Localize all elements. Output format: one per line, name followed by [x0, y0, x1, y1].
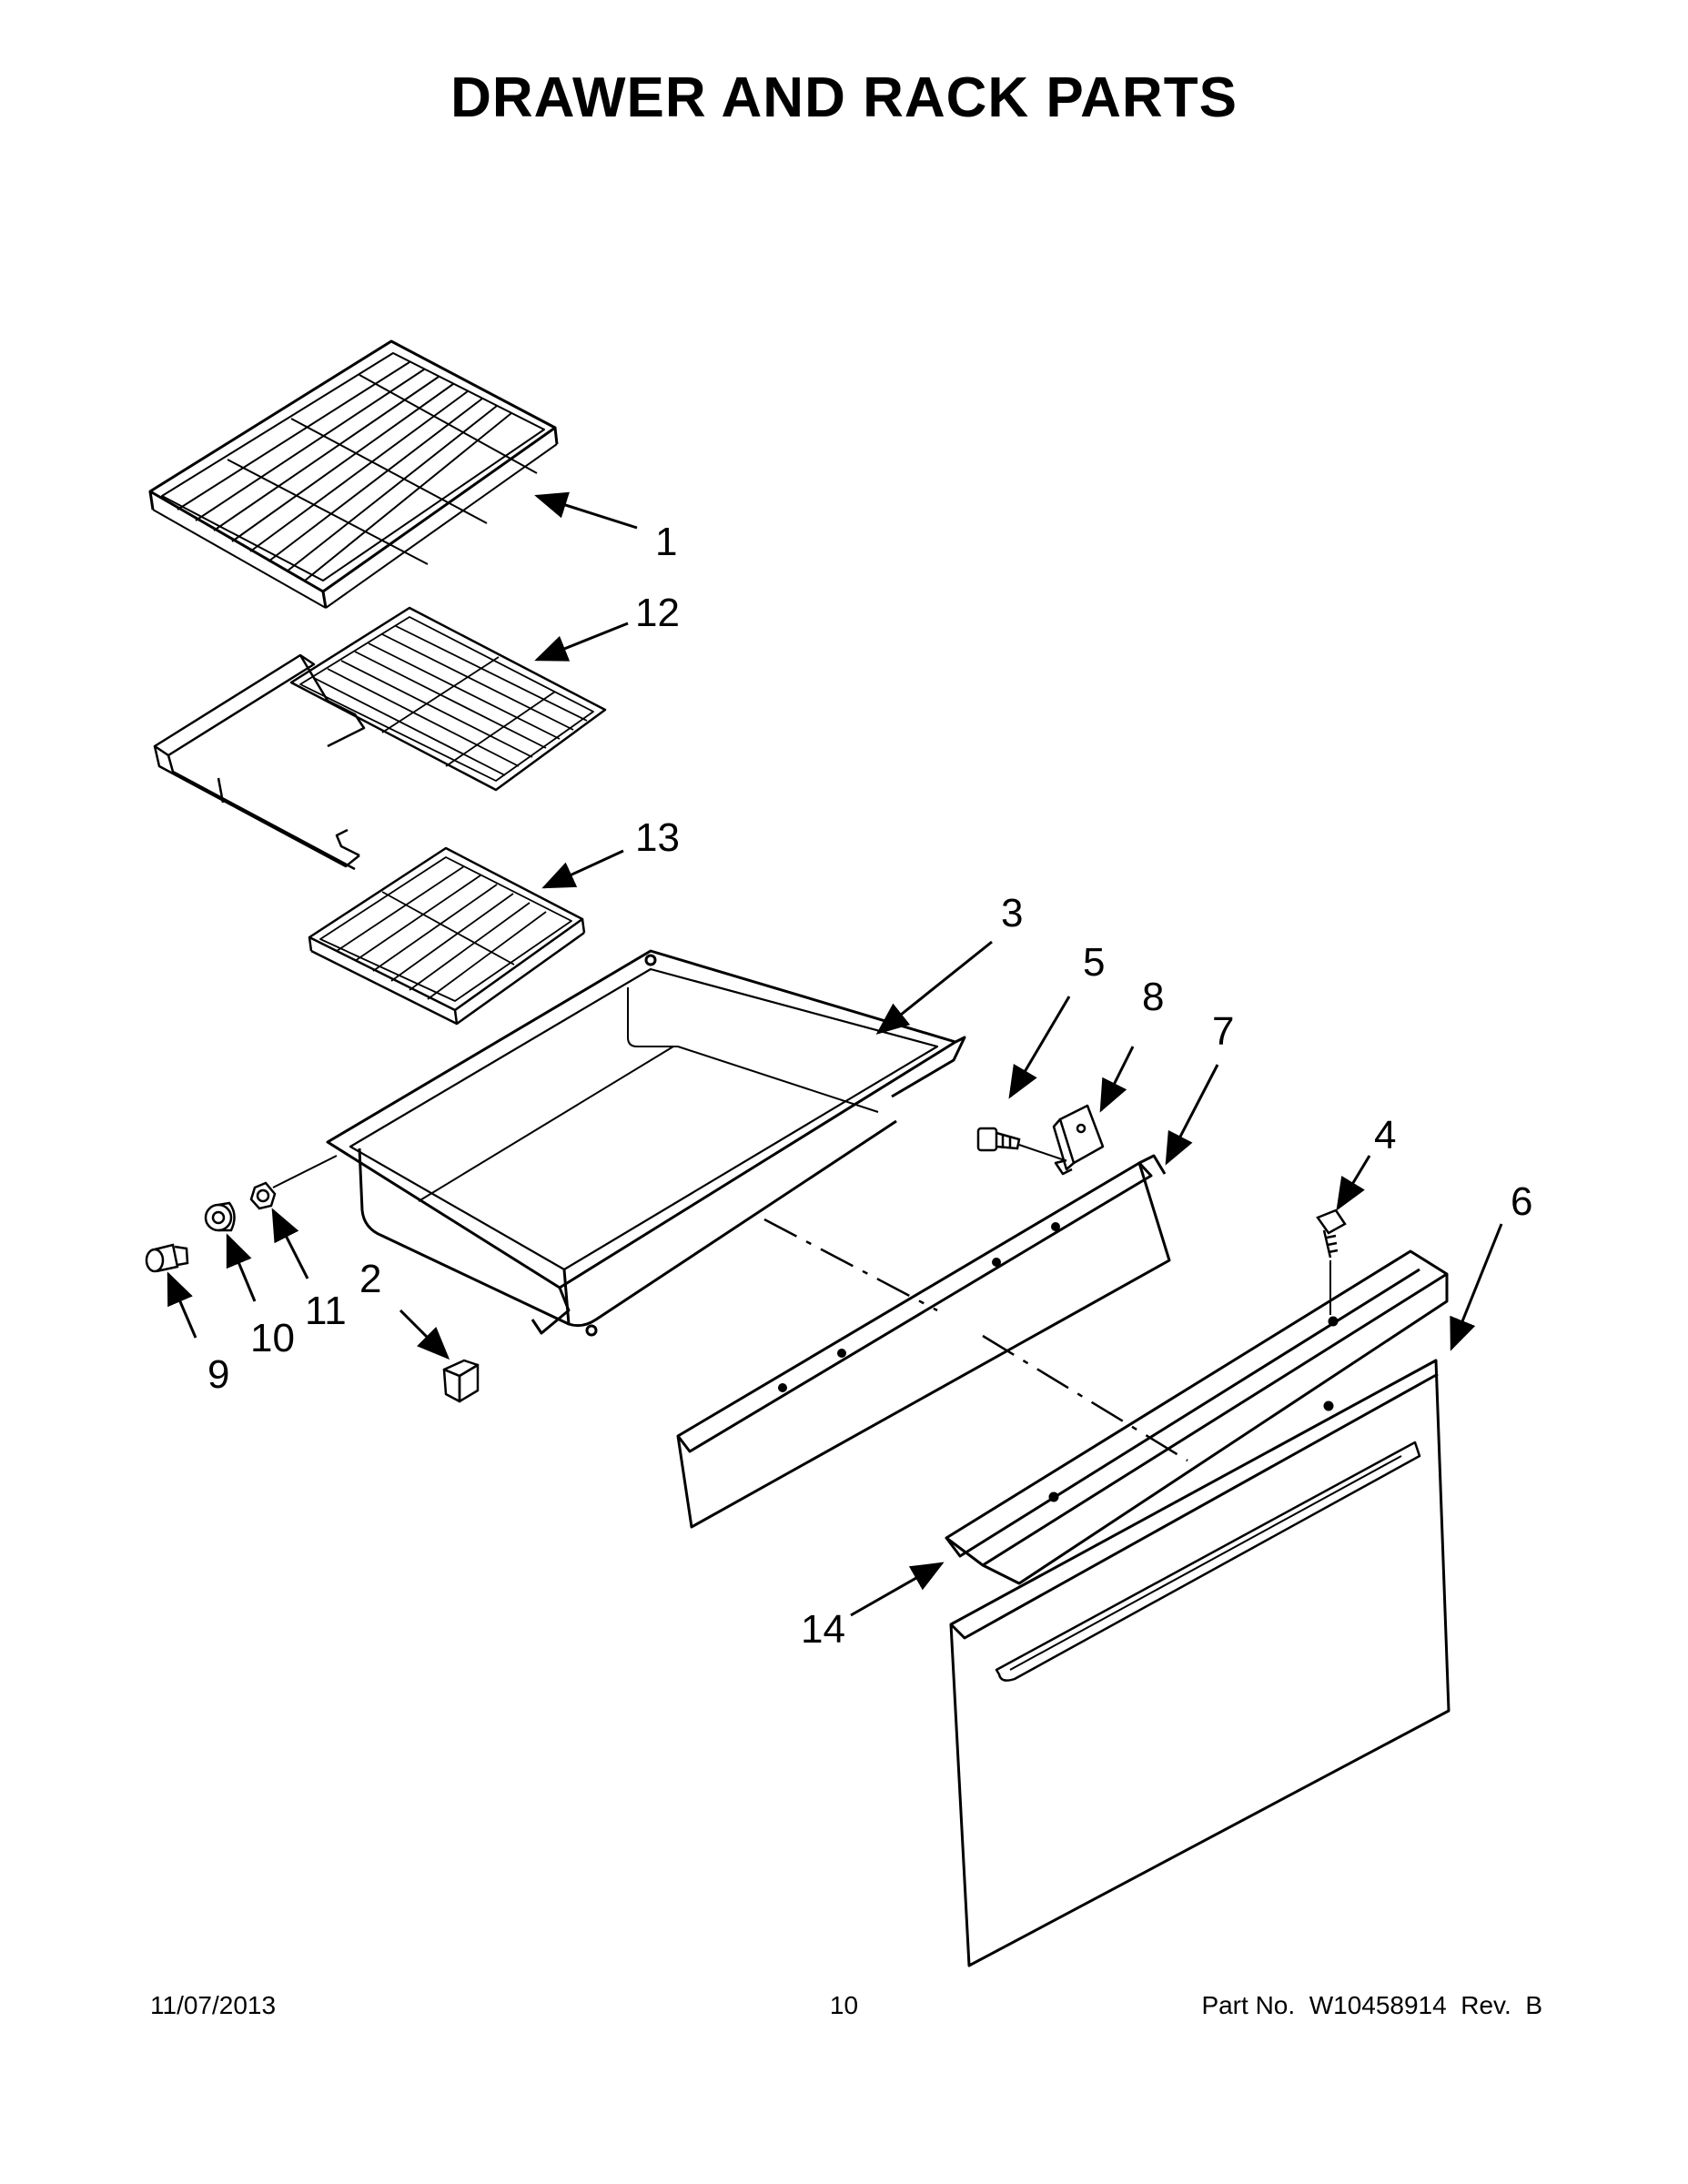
callout-13: 13	[635, 815, 680, 860]
callout-12: 12	[635, 591, 680, 635]
footer-part-number: Part No. W10458914 Rev. B	[1201, 1991, 1542, 2019]
screw-4	[1316, 1208, 1347, 1315]
screw-9	[145, 1243, 189, 1273]
drawer-pan-3	[326, 949, 966, 1337]
drawer-front-panel-6	[949, 1359, 1450, 1967]
callout-14: 14	[801, 1607, 845, 1652]
trim-channel-14	[945, 1249, 1449, 1585]
roller-10	[204, 1201, 236, 1232]
leader-arrows	[167, 491, 1503, 1617]
callout-3: 3	[1001, 891, 1023, 935]
callout-9: 9	[207, 1352, 229, 1397]
roller-assembly	[145, 1155, 338, 1273]
callout-5: 5	[1083, 940, 1105, 985]
page-title: DRAWER AND RACK PARTS	[450, 66, 1238, 129]
callout-8: 8	[1142, 975, 1164, 1019]
drawer-front-brace-7	[676, 1154, 1171, 1529]
callout-labels: 1 12 13 3 5 8 7 4 6 2 11 10 9 14	[207, 520, 1532, 1652]
callout-4: 4	[1374, 1113, 1396, 1158]
extension-rack-12	[153, 606, 607, 871]
callout-10: 10	[250, 1316, 295, 1360]
screw-5	[976, 1127, 1066, 1161]
bracket-8	[1052, 1104, 1105, 1176]
callout-11: 11	[305, 1289, 347, 1333]
footer-date: 11/07/2013	[150, 1991, 277, 2019]
callout-7: 7	[1212, 1009, 1234, 1054]
callout-2: 2	[359, 1257, 381, 1301]
oven-rack-1	[148, 339, 559, 609]
footer-page-number: 10	[829, 1991, 859, 2019]
bumper-2	[442, 1359, 480, 1403]
spacer-11	[249, 1181, 277, 1210]
callout-1: 1	[655, 520, 677, 564]
alignment-lines	[763, 1218, 1188, 1462]
callout-6: 6	[1511, 1179, 1532, 1224]
small-rack-13	[308, 846, 586, 1026]
